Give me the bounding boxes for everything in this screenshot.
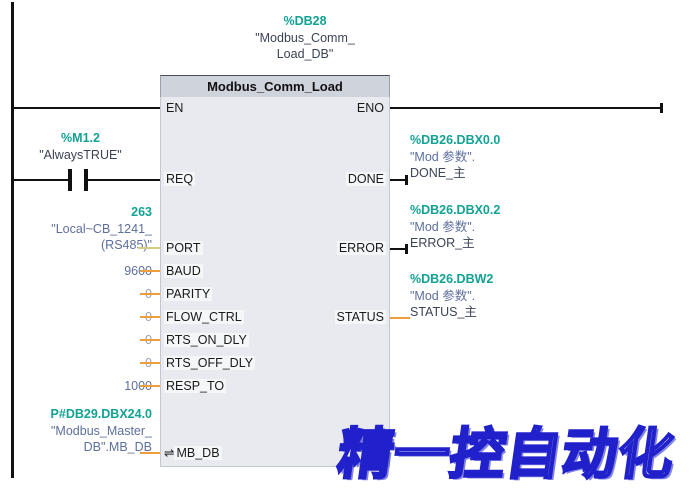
baud-wire [140, 270, 160, 272]
instance-db[interactable]: %DB28 "Modbus_Comm_ Load_DB" [160, 13, 450, 63]
pin-baud[interactable]: BAUD [164, 264, 203, 278]
rts-on-dly-wire [140, 339, 160, 341]
pin-rts-on-dly[interactable]: RTS_ON_DLY [164, 333, 249, 347]
done-operand-member: DONE_主 [410, 166, 466, 180]
resp-to-value[interactable]: 1000 [124, 379, 152, 393]
flow-ctrl-wire [140, 316, 160, 318]
pin-req[interactable]: REQ [164, 172, 196, 186]
baud-value[interactable]: 9600 [124, 264, 152, 278]
mb-db-wire [140, 452, 160, 454]
done-operand-name: "Mod 参数". [410, 149, 476, 164]
done-operand-address[interactable]: %DB26.DBX0.0 [410, 133, 501, 147]
mb-db-operand-name-line2: DB".MB_DB [83, 440, 152, 454]
port-operand-value[interactable]: 263 [131, 205, 152, 219]
inout-arrows-icon: ⇌ [164, 446, 175, 460]
req-operand[interactable]: %M1.2 "AlwaysTRUE" [8, 130, 153, 163]
block-title[interactable]: Modbus_Comm_Load [160, 75, 390, 97]
status-wire [390, 317, 410, 319]
port-operand[interactable]: 263 "Local~CB_1241_ (RS485)" [2, 204, 152, 254]
port-operand-name-line1: "Local~CB_1241_ [51, 221, 152, 236]
instance-db-name-line2: Load_DB" [276, 47, 334, 61]
resp-to-wire [140, 385, 160, 387]
instance-db-name-line1: "Modbus_Comm_ [255, 30, 355, 45]
req-wire-left [13, 179, 68, 181]
mb-db-operand-address[interactable]: P#DB29.DBX24.0 [50, 407, 152, 421]
parity-value[interactable]: 0 [32, 286, 152, 303]
flow-ctrl-value[interactable]: 0 [32, 309, 152, 326]
pin-eno: ENO [356, 101, 384, 115]
error-end-tick [405, 244, 408, 254]
rts-off-dly-wire [140, 362, 160, 364]
power-rail [11, 2, 14, 478]
mb-db-operand-name-line1: "Modbus_Master_ [50, 423, 152, 438]
en-wire [13, 107, 160, 109]
pin-error[interactable]: ERROR [336, 241, 386, 255]
pin-rts-off-dly[interactable]: RTS_OFF_DLY [164, 356, 256, 370]
req-operand-name: "AlwaysTRUE" [39, 147, 122, 162]
error-operand-name: "Mod 参数". [410, 219, 476, 234]
pin-done[interactable]: DONE [345, 172, 386, 186]
status-operand-member: STATUS_主 [410, 305, 477, 319]
rts-off-dly-value[interactable]: 0 [32, 355, 152, 372]
pin-flow-ctrl[interactable]: FLOW_CTRL [164, 310, 244, 324]
no-contact-icon[interactable] [68, 169, 72, 191]
pin-en: EN [166, 101, 184, 115]
pin-port[interactable]: PORT [164, 241, 203, 255]
eno-end-tick [660, 103, 663, 113]
pin-status[interactable]: STATUS [334, 310, 386, 324]
done-wire [390, 179, 407, 181]
error-operand-address[interactable]: %DB26.DBX0.2 [410, 203, 501, 217]
done-operand[interactable]: %DB26.DBX0.0 "Mod 参数". DONE_主 [410, 132, 500, 182]
instance-db-address[interactable]: %DB28 [283, 14, 327, 28]
pin-resp-to[interactable]: RESP_TO [164, 379, 227, 393]
block-body[interactable] [160, 97, 390, 467]
watermark-text: 精一控自动化 [333, 422, 680, 487]
error-wire [390, 248, 407, 250]
mb-db-operand[interactable]: P#DB29.DBX24.0 "Modbus_Master_ DB".MB_DB [2, 406, 152, 456]
req-wire-right [87, 179, 160, 181]
req-operand-address[interactable]: %M1.2 [61, 131, 100, 145]
pin-mb-db[interactable]: MB_DB [174, 446, 222, 460]
error-operand-member: ERROR_主 [410, 236, 475, 250]
status-operand[interactable]: %DB26.DBW2 "Mod 参数". STATUS_主 [410, 271, 493, 321]
pin-parity[interactable]: PARITY [164, 287, 213, 301]
no-contact-icon[interactable] [84, 169, 88, 191]
status-operand-name: "Mod 参数". [410, 288, 476, 303]
port-wire [138, 247, 160, 249]
error-operand[interactable]: %DB26.DBX0.2 "Mod 参数". ERROR_主 [410, 202, 500, 252]
parity-wire [140, 293, 160, 295]
done-end-tick [405, 175, 408, 185]
status-operand-address[interactable]: %DB26.DBW2 [410, 272, 494, 286]
port-operand-name-line2: (RS485)" [101, 238, 152, 252]
rts-on-dly-value[interactable]: 0 [32, 332, 152, 349]
eno-wire [390, 107, 662, 109]
